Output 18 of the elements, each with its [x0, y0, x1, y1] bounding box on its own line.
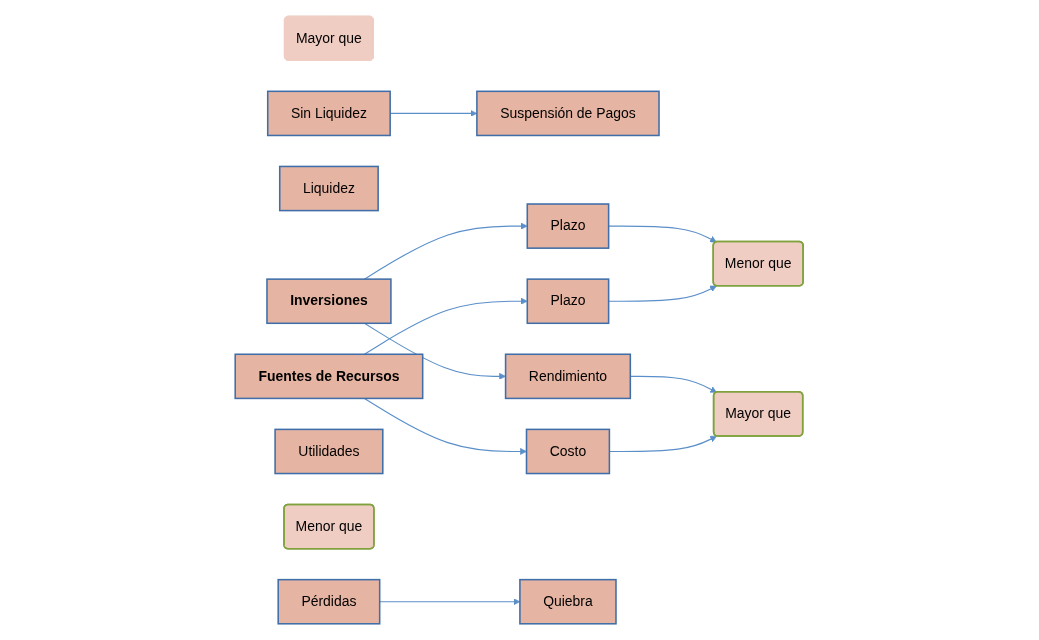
arrow [608, 225, 718, 243]
arrow [364, 297, 528, 355]
node-box: Costo [526, 428, 611, 475]
arrow [608, 285, 718, 302]
node-box: Plazo [526, 203, 610, 249]
node-box: Fuentes de Recursos [234, 353, 424, 400]
node-box: Quiebra [519, 578, 618, 625]
arrow [364, 222, 528, 280]
node-box: Sin Liquidez [267, 90, 392, 137]
node-box: Suspensión de Pagos [476, 90, 661, 137]
arrow [609, 435, 718, 453]
node-box: Pérdidas [277, 578, 381, 625]
node-box: Utilidades [274, 428, 384, 475]
node-box: Plazo [526, 278, 610, 325]
node-box: Rendimiento [505, 353, 632, 400]
node-box: Liquidez [279, 165, 380, 212]
node-box: Inversiones [266, 278, 393, 325]
arrow [630, 375, 718, 393]
